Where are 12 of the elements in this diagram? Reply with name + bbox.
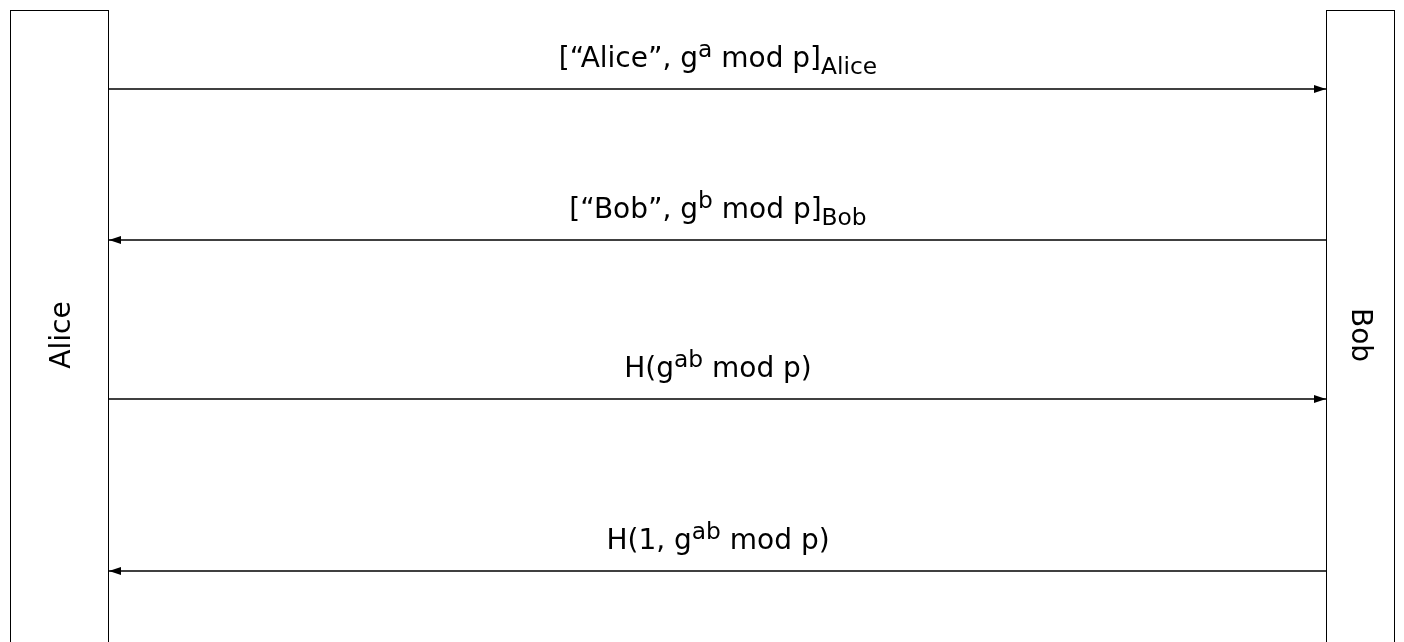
message-arrow [108, 567, 1327, 575]
message-arrow [108, 85, 1327, 93]
message-arrow [108, 236, 1327, 244]
participant-box [1326, 10, 1395, 642]
participant-name: Bob [1344, 307, 1377, 363]
message-label: H(1, g$^{ab}$ mod p) [606, 519, 830, 557]
message-label: [“Bob”, g$^{b}$ mod p]$_{Bob}$ [569, 188, 867, 231]
message-label: H(g$^{ab}$ mod p) [624, 347, 812, 385]
message-label: [“Alice”, g$^{a}$ mod p]$_{Alice}$ [558, 37, 878, 80]
participant-box [10, 10, 109, 642]
message-arrow [108, 395, 1327, 403]
participant-name: Alice [43, 301, 76, 369]
